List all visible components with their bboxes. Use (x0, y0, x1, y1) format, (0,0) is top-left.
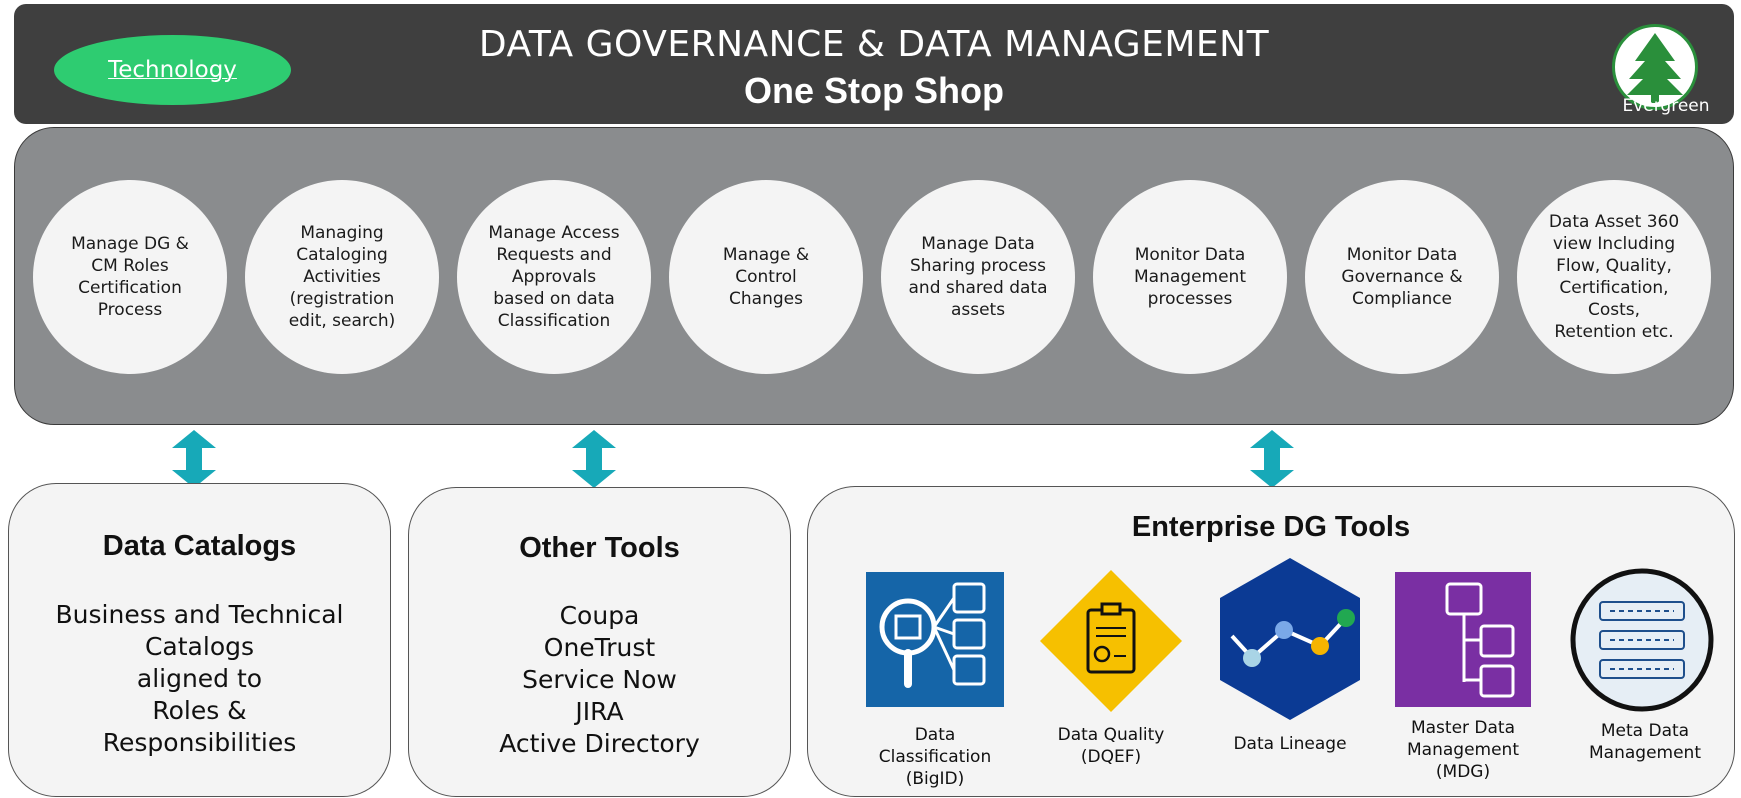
enterprise-dg-tools-title: Enterprise DG Tools (1131, 511, 1411, 543)
capability-cataloging[interactable]: Managing Cataloging Activities (registra… (245, 180, 439, 374)
quality-icon[interactable] (1040, 570, 1182, 712)
tool-label-metadata: Meta Data Management (1589, 721, 1701, 763)
connector-arrow-enterprise (1250, 430, 1294, 488)
other-tools-title: Other Tools (519, 532, 680, 564)
capability-data-sharing[interactable]: Manage Data Sharing process and shared d… (881, 180, 1075, 374)
capability-asset-360[interactable]: Data Asset 360 view Including Flow, Qual… (1517, 180, 1711, 374)
data-catalogs-title: Data Catalogs (102, 530, 297, 562)
data-catalogs-box: Data Catalogs Business and Technical Cat… (8, 483, 391, 797)
other-tools-list: Coupa OneTrust Service Now JIRA Active D… (499, 601, 700, 758)
master-data-icon[interactable] (1395, 572, 1531, 707)
technology-badge[interactable]: Technology (54, 35, 291, 105)
connector-arrow-catalogs (172, 430, 216, 488)
metadata-icon[interactable] (1570, 568, 1714, 712)
technology-badge-label: Technology (108, 57, 237, 83)
page-title: DATA GOVERNANCE & DATA MANAGEMENT (478, 24, 1270, 65)
classification-icon[interactable] (866, 572, 1004, 707)
tree-icon (1627, 33, 1683, 103)
lineage-icon[interactable] (1220, 558, 1360, 720)
data-catalogs-description: Business and Technical Catalogs aligned … (55, 600, 344, 757)
capability-roles-certification[interactable]: Manage DG & CM Roles Certification Proce… (33, 180, 227, 374)
tool-label-master-data: Master Data Management (MDG) (1407, 718, 1519, 782)
header-bar: Technology DATA GOVERNANCE & DATA MANAGE… (14, 4, 1734, 124)
tool-label-quality: Data Quality (DQEF) (1057, 725, 1165, 767)
capability-access-requests[interactable]: Manage Access Requests and Approvals bas… (457, 180, 651, 374)
other-tools-box: Other Tools Coupa OneTrust Service Now J… (408, 487, 791, 797)
tool-label-classification: Data Classification (BigID) (878, 725, 992, 789)
connector-arrow-other-tools (572, 430, 616, 488)
page-subtitle: One Stop Shop (744, 70, 1004, 111)
capability-change-control[interactable]: Manage & Control Changes (669, 180, 863, 374)
capability-monitor-dg[interactable]: Monitor Data Governance & Compliance (1305, 180, 1499, 374)
capability-monitor-dm[interactable]: Monitor Data Management processes (1093, 180, 1287, 374)
tool-label-lineage: Data Lineage (1233, 734, 1347, 754)
logo-label: Evergreen (1622, 96, 1710, 116)
evergreen-logo (1612, 24, 1698, 110)
